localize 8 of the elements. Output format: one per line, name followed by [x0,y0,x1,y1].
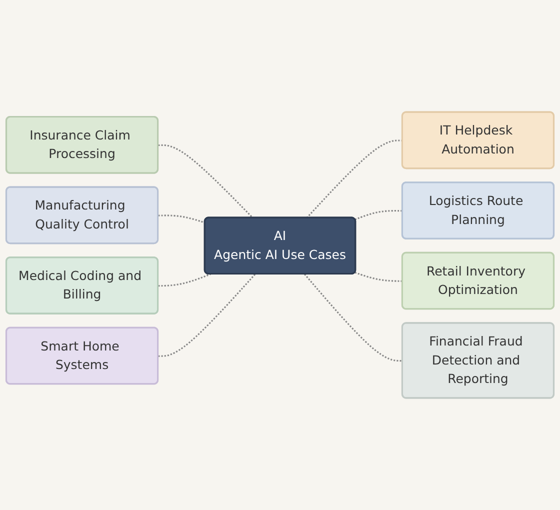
connector [158,274,256,357]
connector [306,140,403,218]
connector [158,273,211,287]
connector [158,214,206,224]
connector [354,210,403,220]
connector [354,272,403,282]
connector [304,274,403,362]
connector [158,144,254,218]
